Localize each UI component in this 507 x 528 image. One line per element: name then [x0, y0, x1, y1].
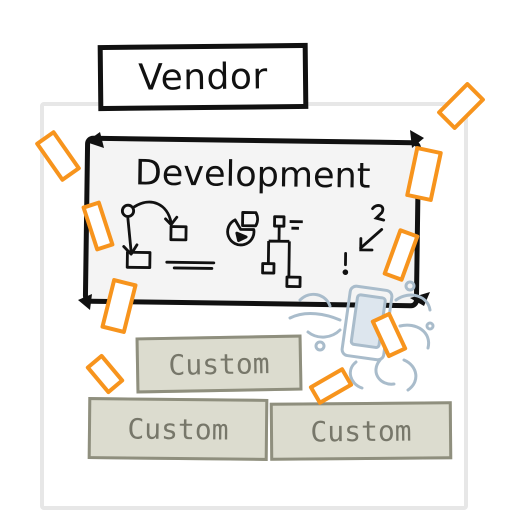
custom-box-left: Custom	[87, 397, 269, 461]
pie-chart-icon	[226, 211, 259, 247]
vendor-label: Vendor	[138, 55, 268, 99]
custom-box-right: Custom	[269, 401, 453, 461]
org-chart-icon	[261, 215, 303, 289]
vendor-box: Vendor	[97, 42, 309, 112]
question-arrow-icon	[342, 204, 386, 276]
development-board: Development	[82, 135, 422, 309]
board-icons	[120, 200, 386, 289]
custom-box-top: Custom	[135, 334, 303, 394]
flowchart-icon	[120, 200, 216, 270]
